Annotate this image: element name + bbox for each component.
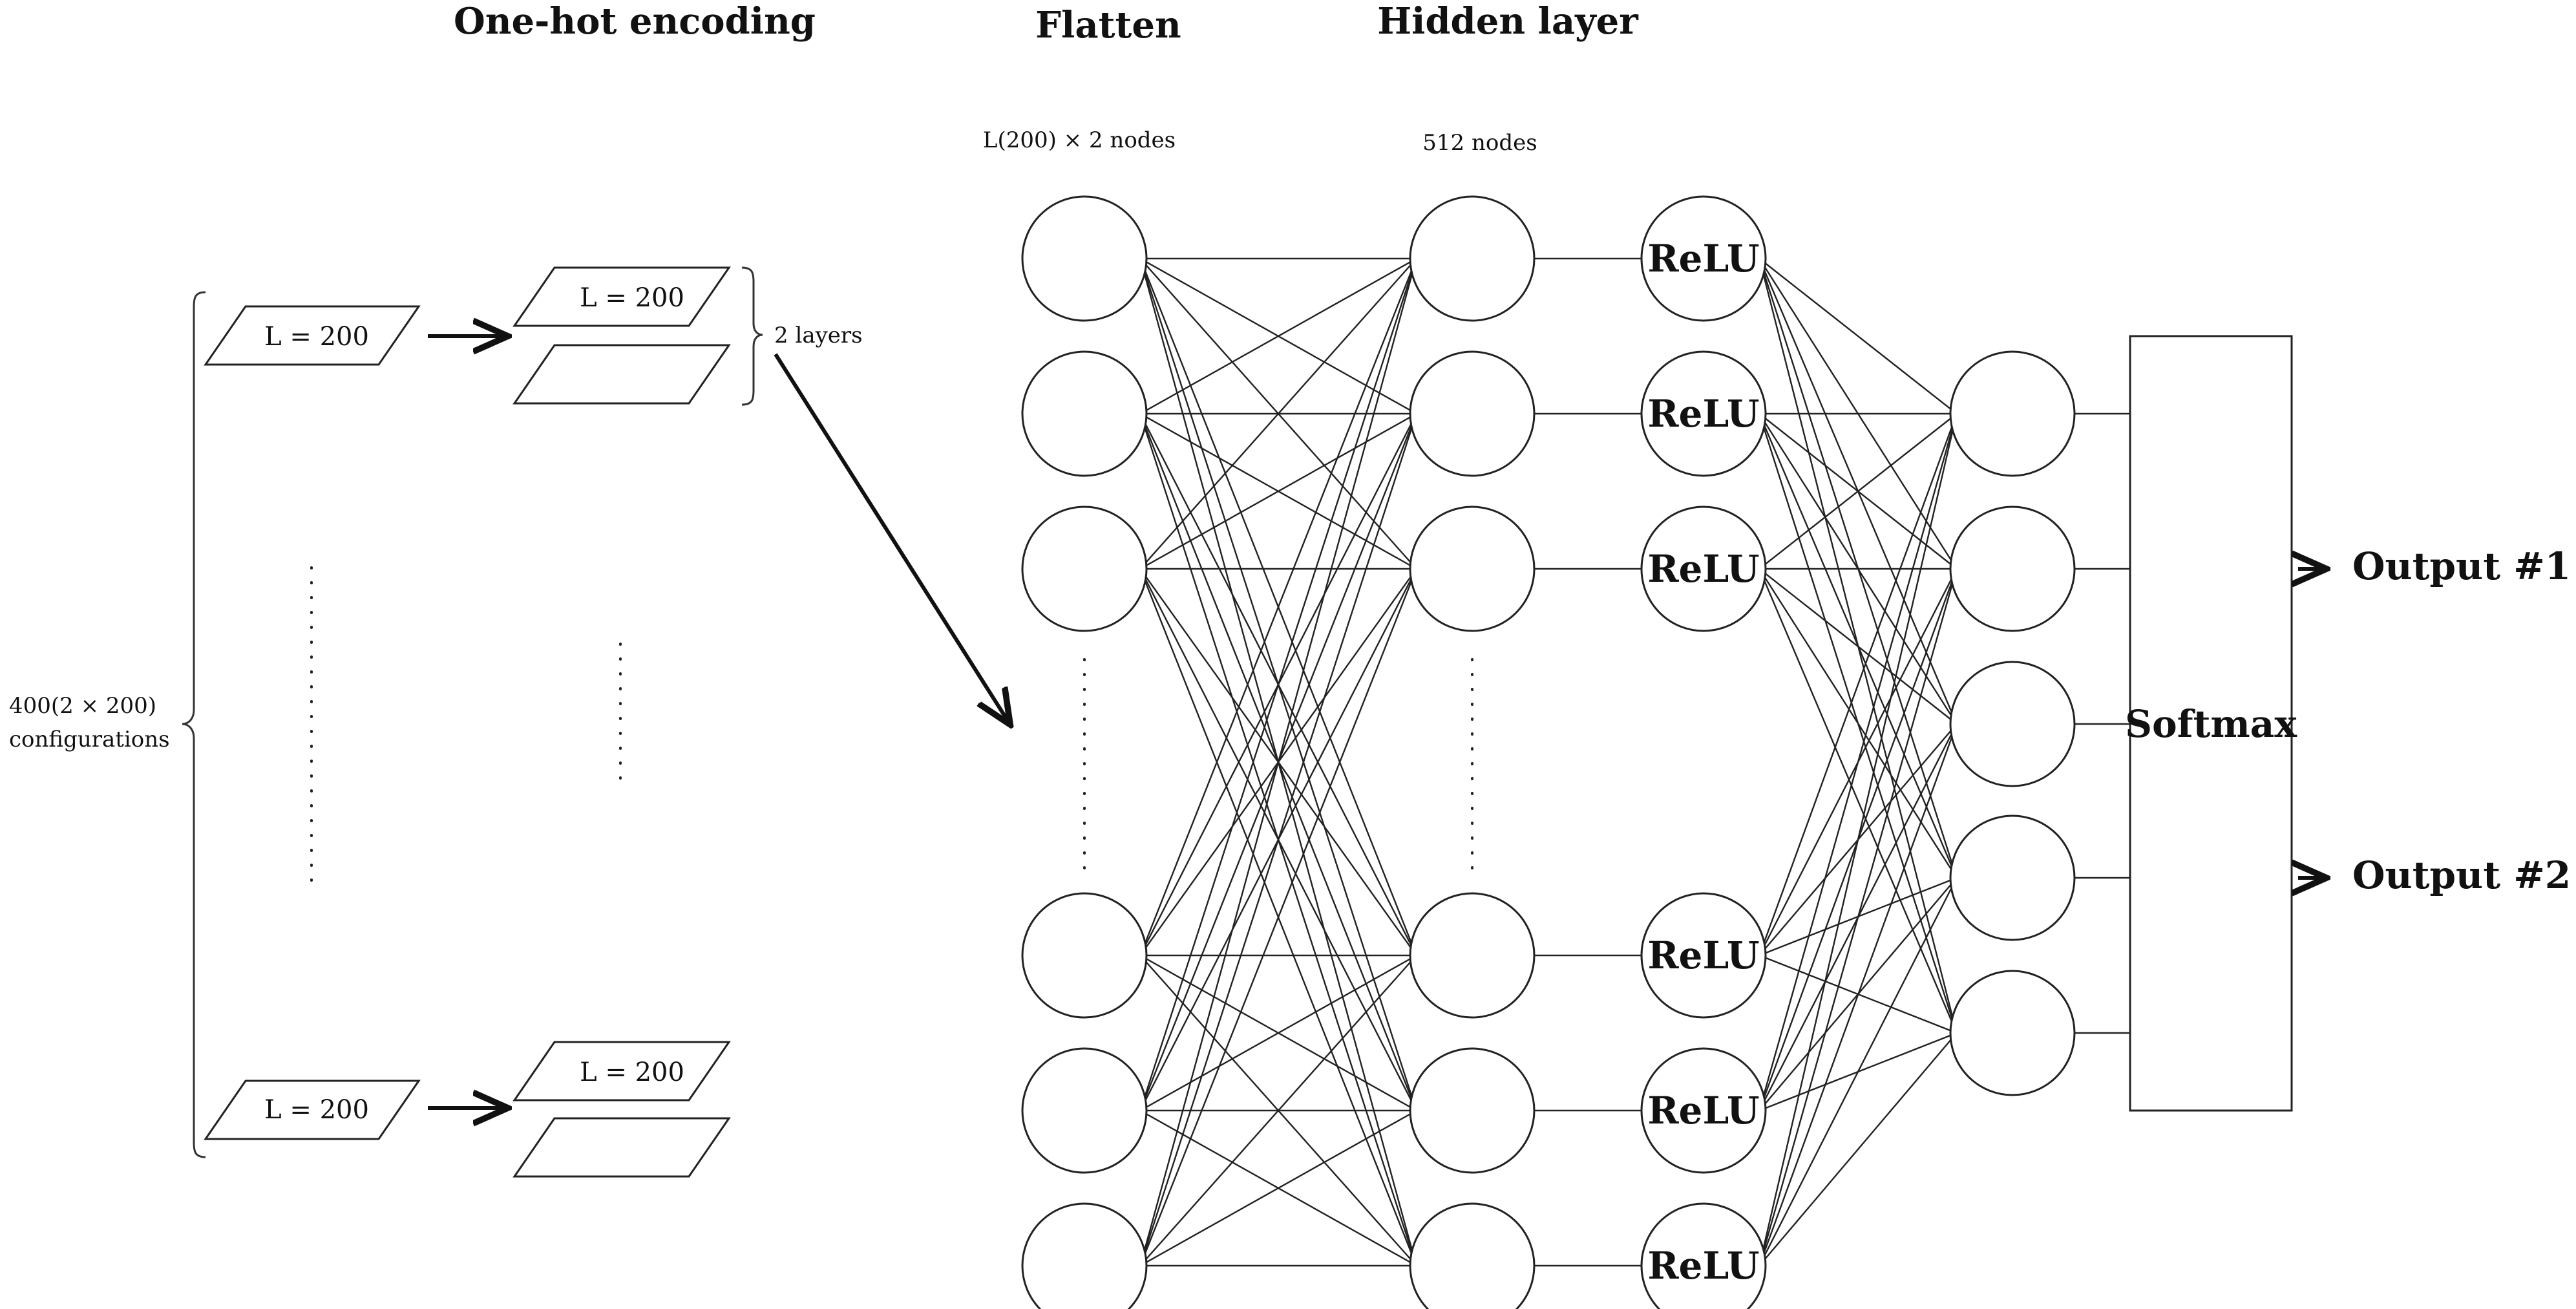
network-nodes: ReLU ReLU ReLU ReLU ReLU ReLU [1021,195,2076,1309]
relu-output-edge [1758,258,1958,414]
one-hot-pair-bottom: L = 200 [512,1041,731,1178]
relu-output-edge [1758,1032,1958,1266]
relu-output-edge [1758,413,1958,569]
relu-node [1640,1202,1767,1309]
header-flatten: Flatten [1035,4,1181,47]
relu-node-label: ReLU [1647,392,1759,436]
output-node [1949,970,2076,1096]
relu-node [1640,195,1767,322]
flatten-nodes-label: L(200) × 2 nodes [983,127,1176,153]
relu-node-label: ReLU [1647,933,1759,977]
configurations-brace [182,291,206,1158]
one-hot-bottom-layer-label: L = 200 [580,1058,684,1087]
relu-node-label: ReLU [1647,237,1759,281]
hidden-nodes-label: 512 nodes [1422,130,1537,156]
flatten-hidden-edge [1139,954,1417,1112]
relu-node [1640,1047,1767,1174]
output-node [1949,814,2076,941]
flatten-node [1021,506,1148,632]
relu-node-label: ReLU [1647,1089,1759,1133]
configurations-count-label: 400(2 × 200) [9,693,156,719]
input-config-bottom-label: L = 200 [264,1095,369,1125]
flatten-hidden-edge [1139,568,1417,1266]
input-config-top-label: L = 200 [264,322,369,352]
hidden-node [1409,350,1536,477]
flatten-hidden-edge [1139,258,1417,1266]
relu-output-edge [1758,568,1958,725]
input-config-bottom: L = 200 [204,1080,421,1140]
relu-node-label: ReLU [1647,1244,1759,1288]
two-layers-label: 2 layers [774,323,863,348]
flatten-hidden-edge [1139,412,1417,570]
relu-output-edge [1758,413,1958,1111]
two-layers-brace [741,266,763,406]
network-connections [1139,257,2130,1267]
flatten-hidden-edge [1139,258,1417,1111]
flatten-node [1021,195,1148,322]
output-node [1949,506,2076,632]
flatten-hidden-edge [1139,955,1417,1266]
hidden-node [1409,892,1536,1019]
output-2-label: Output #2 [2352,853,2571,897]
header-hidden-layer: Hidden layer [1377,0,1639,43]
output-node [1949,350,2076,477]
hidden-node [1409,195,1536,322]
flatten-hidden-edge [1139,1109,1417,1267]
flatten-hidden-edge [1139,258,1417,569]
flatten-node [1021,350,1148,477]
relu-output-edge [1758,413,1958,956]
output-node [1949,661,2076,787]
relu-output-edge [1758,877,1958,1266]
configurations-word-label: configurations [9,727,170,752]
relu-output-edge [1758,568,1958,878]
flatten-node [1021,1202,1148,1309]
flatten-input-arrow [774,353,1008,721]
relu-output-edge [1758,568,1958,1034]
flatten-node [1021,892,1148,1019]
one-hot-top-layer-label: L = 200 [580,283,684,313]
flatten-hidden-edge [1139,413,1417,1266]
flatten-hidden-edge [1139,257,1417,415]
relu-node [1640,506,1767,632]
hidden-node [1409,506,1536,632]
relu-node-label: ReLU [1647,547,1759,591]
hidden-node [1409,1047,1536,1174]
relu-node [1640,892,1767,1019]
softmax-label: Softmax [2125,702,2297,746]
flatten-node [1021,1047,1148,1174]
input-config-top: L = 200 [204,305,421,366]
relu-output-edge [1758,568,1958,1266]
header-one-hot-encoding: One-hot encoding [454,0,816,43]
relu-output-edge [1758,413,1958,1266]
output-1-label: Output #1 [2352,544,2571,588]
flatten-hidden-edge [1139,258,1417,956]
relu-node [1640,350,1767,477]
hidden-node [1409,1202,1536,1309]
softmax-box [2129,335,2293,1112]
one-hot-pair-top: L = 200 [512,266,731,405]
relu-output-edge [1758,723,1958,1266]
